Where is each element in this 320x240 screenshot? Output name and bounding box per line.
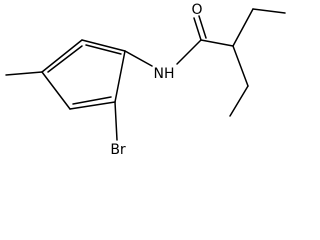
ring-bond-top (81, 39, 126, 52)
ring-bond-bottom-right (69, 101, 116, 110)
ring-bond-left-inner (47, 45, 83, 73)
c-ch-bond (200, 39, 234, 47)
ring-bond-bottom-right-inner (72, 96, 112, 105)
upper-ethyl-bond-1 (232, 8, 254, 47)
benzene-ring (41, 39, 126, 110)
oxygen-label: O (191, 2, 202, 18)
upper-ethyl-bond-2 (252, 8, 286, 14)
carbonyl-bond-second (198, 15, 207, 39)
ring-bond-bottom-left (41, 71, 71, 110)
ring-bond-left (41, 39, 83, 73)
lower-ethyl-bond-2 (229, 85, 249, 117)
n-c-bond (176, 39, 202, 65)
lower-ethyl-bond-1 (232, 45, 249, 87)
bromine-label: Br (110, 142, 126, 155)
c-br-bond (114, 101, 118, 141)
ring-bond-top-inner (85, 44, 122, 55)
ring-bond-right (114, 50, 126, 103)
nitrogen-label: NH (154, 66, 175, 82)
carbonyl-bond (193, 17, 202, 41)
methyl-bond (5, 71, 43, 76)
c-n-bond (124, 50, 153, 67)
chemical-structure: O NH Br (5, 2, 286, 155)
